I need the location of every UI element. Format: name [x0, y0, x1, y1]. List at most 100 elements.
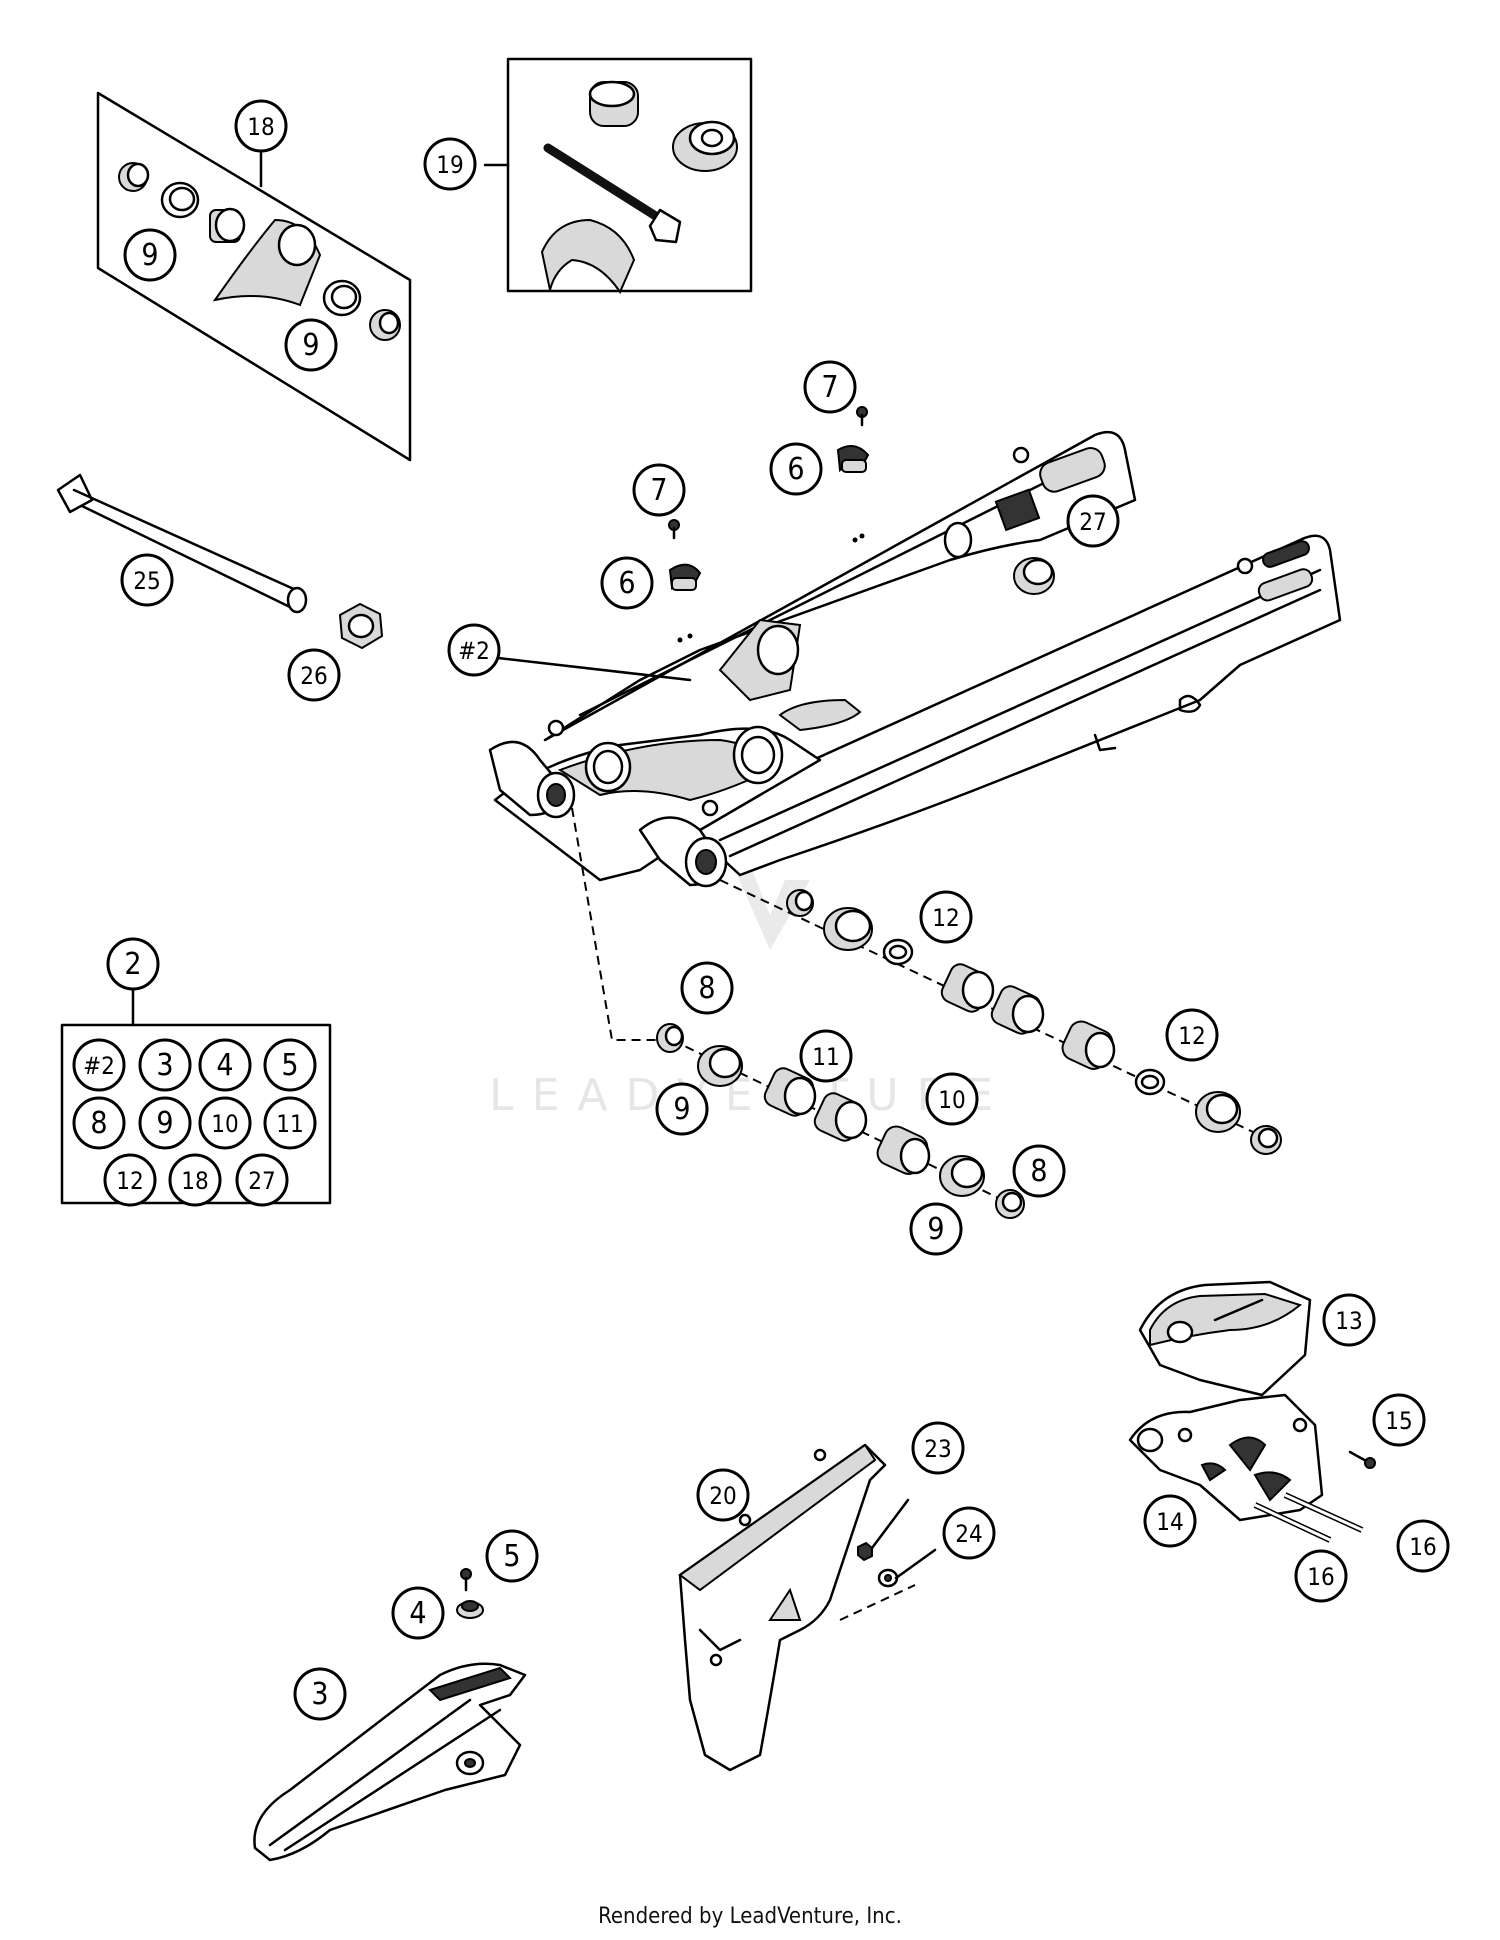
- callout-c3: 3: [293, 1667, 347, 1721]
- callout-circle: [655, 1082, 709, 1136]
- callout-c14: 14: [1143, 1494, 1197, 1548]
- callout-c16b: 16: [1396, 1519, 1450, 1573]
- callout-c20: 20: [696, 1468, 750, 1522]
- callout-number: 18: [247, 113, 274, 141]
- callout-c11: 11: [799, 1029, 853, 1083]
- callout-circle: [1322, 1293, 1376, 1347]
- callout-circle: [106, 937, 160, 991]
- part-13-chain-guide-insert: [1138, 1280, 1312, 1397]
- callout-circle: [925, 1072, 979, 1126]
- part-6-clip-upper: [836, 445, 870, 473]
- callout-circle: [1372, 1393, 1426, 1447]
- callout-circle: [72, 1096, 126, 1150]
- kit-item-12: 12: [103, 1153, 157, 1207]
- callout-number: 16: [1409, 1533, 1436, 1561]
- callout-number: 11: [812, 1043, 839, 1071]
- callout-circle: [799, 1029, 853, 1083]
- callout-number: 4: [409, 1596, 426, 1631]
- callout-number: 16: [1307, 1563, 1334, 1591]
- callout-number: 9: [302, 328, 319, 363]
- callout-number: 15: [1385, 1407, 1412, 1435]
- callout-circle: [168, 1153, 222, 1207]
- callout-circle: [284, 318, 338, 372]
- part-18-bearing-kit-panel: [96, 91, 412, 462]
- kit-item-10: 10: [198, 1096, 252, 1150]
- callout-c7b: 7: [632, 463, 686, 517]
- callout-circle: [391, 1586, 445, 1640]
- callout-circle: [287, 648, 341, 702]
- part-7-screw-lower: [668, 519, 680, 540]
- part-26-axle-nut: [338, 602, 384, 650]
- callout-number: 19: [436, 151, 463, 179]
- callout-number: 6: [787, 452, 804, 487]
- part-25-swingarm-axle: [56, 473, 308, 614]
- part-16-bolts: [1253, 1492, 1364, 1543]
- callout-circle: [138, 1096, 192, 1150]
- part-7-screw-upper: [856, 406, 868, 427]
- callout-number: 12: [1178, 1022, 1205, 1050]
- kit-item-hash2: #2: [72, 1038, 126, 1092]
- callout-number: 13: [1335, 1307, 1362, 1335]
- callout-circle: [696, 1468, 750, 1522]
- callout-circle: [632, 463, 686, 517]
- callout-number: 27: [248, 1167, 275, 1195]
- callout-number: 8: [1030, 1154, 1047, 1189]
- callout-circle: [103, 1153, 157, 1207]
- callout-c4: 4: [391, 1586, 445, 1640]
- footer-credit: Rendered by LeadVenture, Inc.: [598, 1904, 902, 1929]
- callout-c9a: 9: [123, 228, 177, 282]
- callout-circle: [234, 99, 288, 153]
- callout-number: 12: [932, 904, 959, 932]
- callout-number: 7: [650, 473, 667, 508]
- callout-number: 6: [618, 566, 635, 601]
- callout-number: 12: [116, 1167, 143, 1195]
- kit-item-3: 3: [138, 1038, 192, 1092]
- callout-circle: [942, 1506, 996, 1560]
- callout-c15: 15: [1372, 1393, 1426, 1447]
- callout-number: 4: [216, 1048, 233, 1083]
- callout-c2: 2: [106, 937, 160, 991]
- kit-item-27: 27: [235, 1153, 289, 1207]
- kit-item-5: 5: [263, 1038, 317, 1092]
- callout-circle: [769, 442, 823, 496]
- callout-c25: 25: [120, 553, 174, 607]
- callout-circle: [72, 1038, 126, 1092]
- callout-circle: [235, 1153, 289, 1207]
- callout-c27: 27: [1066, 494, 1120, 548]
- callout-c8a: 8: [680, 961, 734, 1015]
- callout-c6b: 6: [600, 556, 654, 610]
- callout-c24: 24: [942, 1506, 996, 1560]
- callout-circle: [263, 1096, 317, 1150]
- part-15-screw: [1348, 1450, 1376, 1469]
- kit-item-9: 9: [138, 1096, 192, 1150]
- callout-number: #2: [458, 637, 490, 665]
- callout-number: 8: [90, 1106, 107, 1141]
- callout-number: 2: [124, 947, 141, 982]
- callout-number: 5: [281, 1048, 298, 1083]
- callout-c12b: 12: [1165, 1008, 1219, 1062]
- part-24-washer: [839, 1548, 937, 1621]
- callout-number: 9: [156, 1106, 173, 1141]
- bearing-parts: [118, 162, 401, 341]
- callout-circle: [138, 1038, 192, 1092]
- callout-number: 20: [709, 1482, 736, 1510]
- callout-circle: [263, 1038, 317, 1092]
- callout-circle: [803, 360, 857, 414]
- callout-c16a: 16: [1294, 1549, 1348, 1603]
- callout-number: 14: [1156, 1508, 1183, 1536]
- part-20-chain-guard: [678, 1443, 887, 1772]
- callout-cHash2: #2: [447, 623, 501, 677]
- callout-number: 27: [1079, 508, 1106, 536]
- callout-c19: 19: [423, 137, 477, 191]
- watermark-text: LEADVENTURE: [489, 1070, 1011, 1121]
- callout-c8b: 8: [1012, 1144, 1066, 1198]
- callout-number: 9: [927, 1212, 944, 1247]
- callout-number: 10: [211, 1110, 238, 1138]
- callout-number: 7: [821, 370, 838, 405]
- callout-number: 25: [133, 567, 160, 595]
- callout-circle: [680, 961, 734, 1015]
- callout-number: 3: [311, 1677, 328, 1712]
- callout-c9c: 9: [655, 1082, 709, 1136]
- callout-circle: [1165, 1008, 1219, 1062]
